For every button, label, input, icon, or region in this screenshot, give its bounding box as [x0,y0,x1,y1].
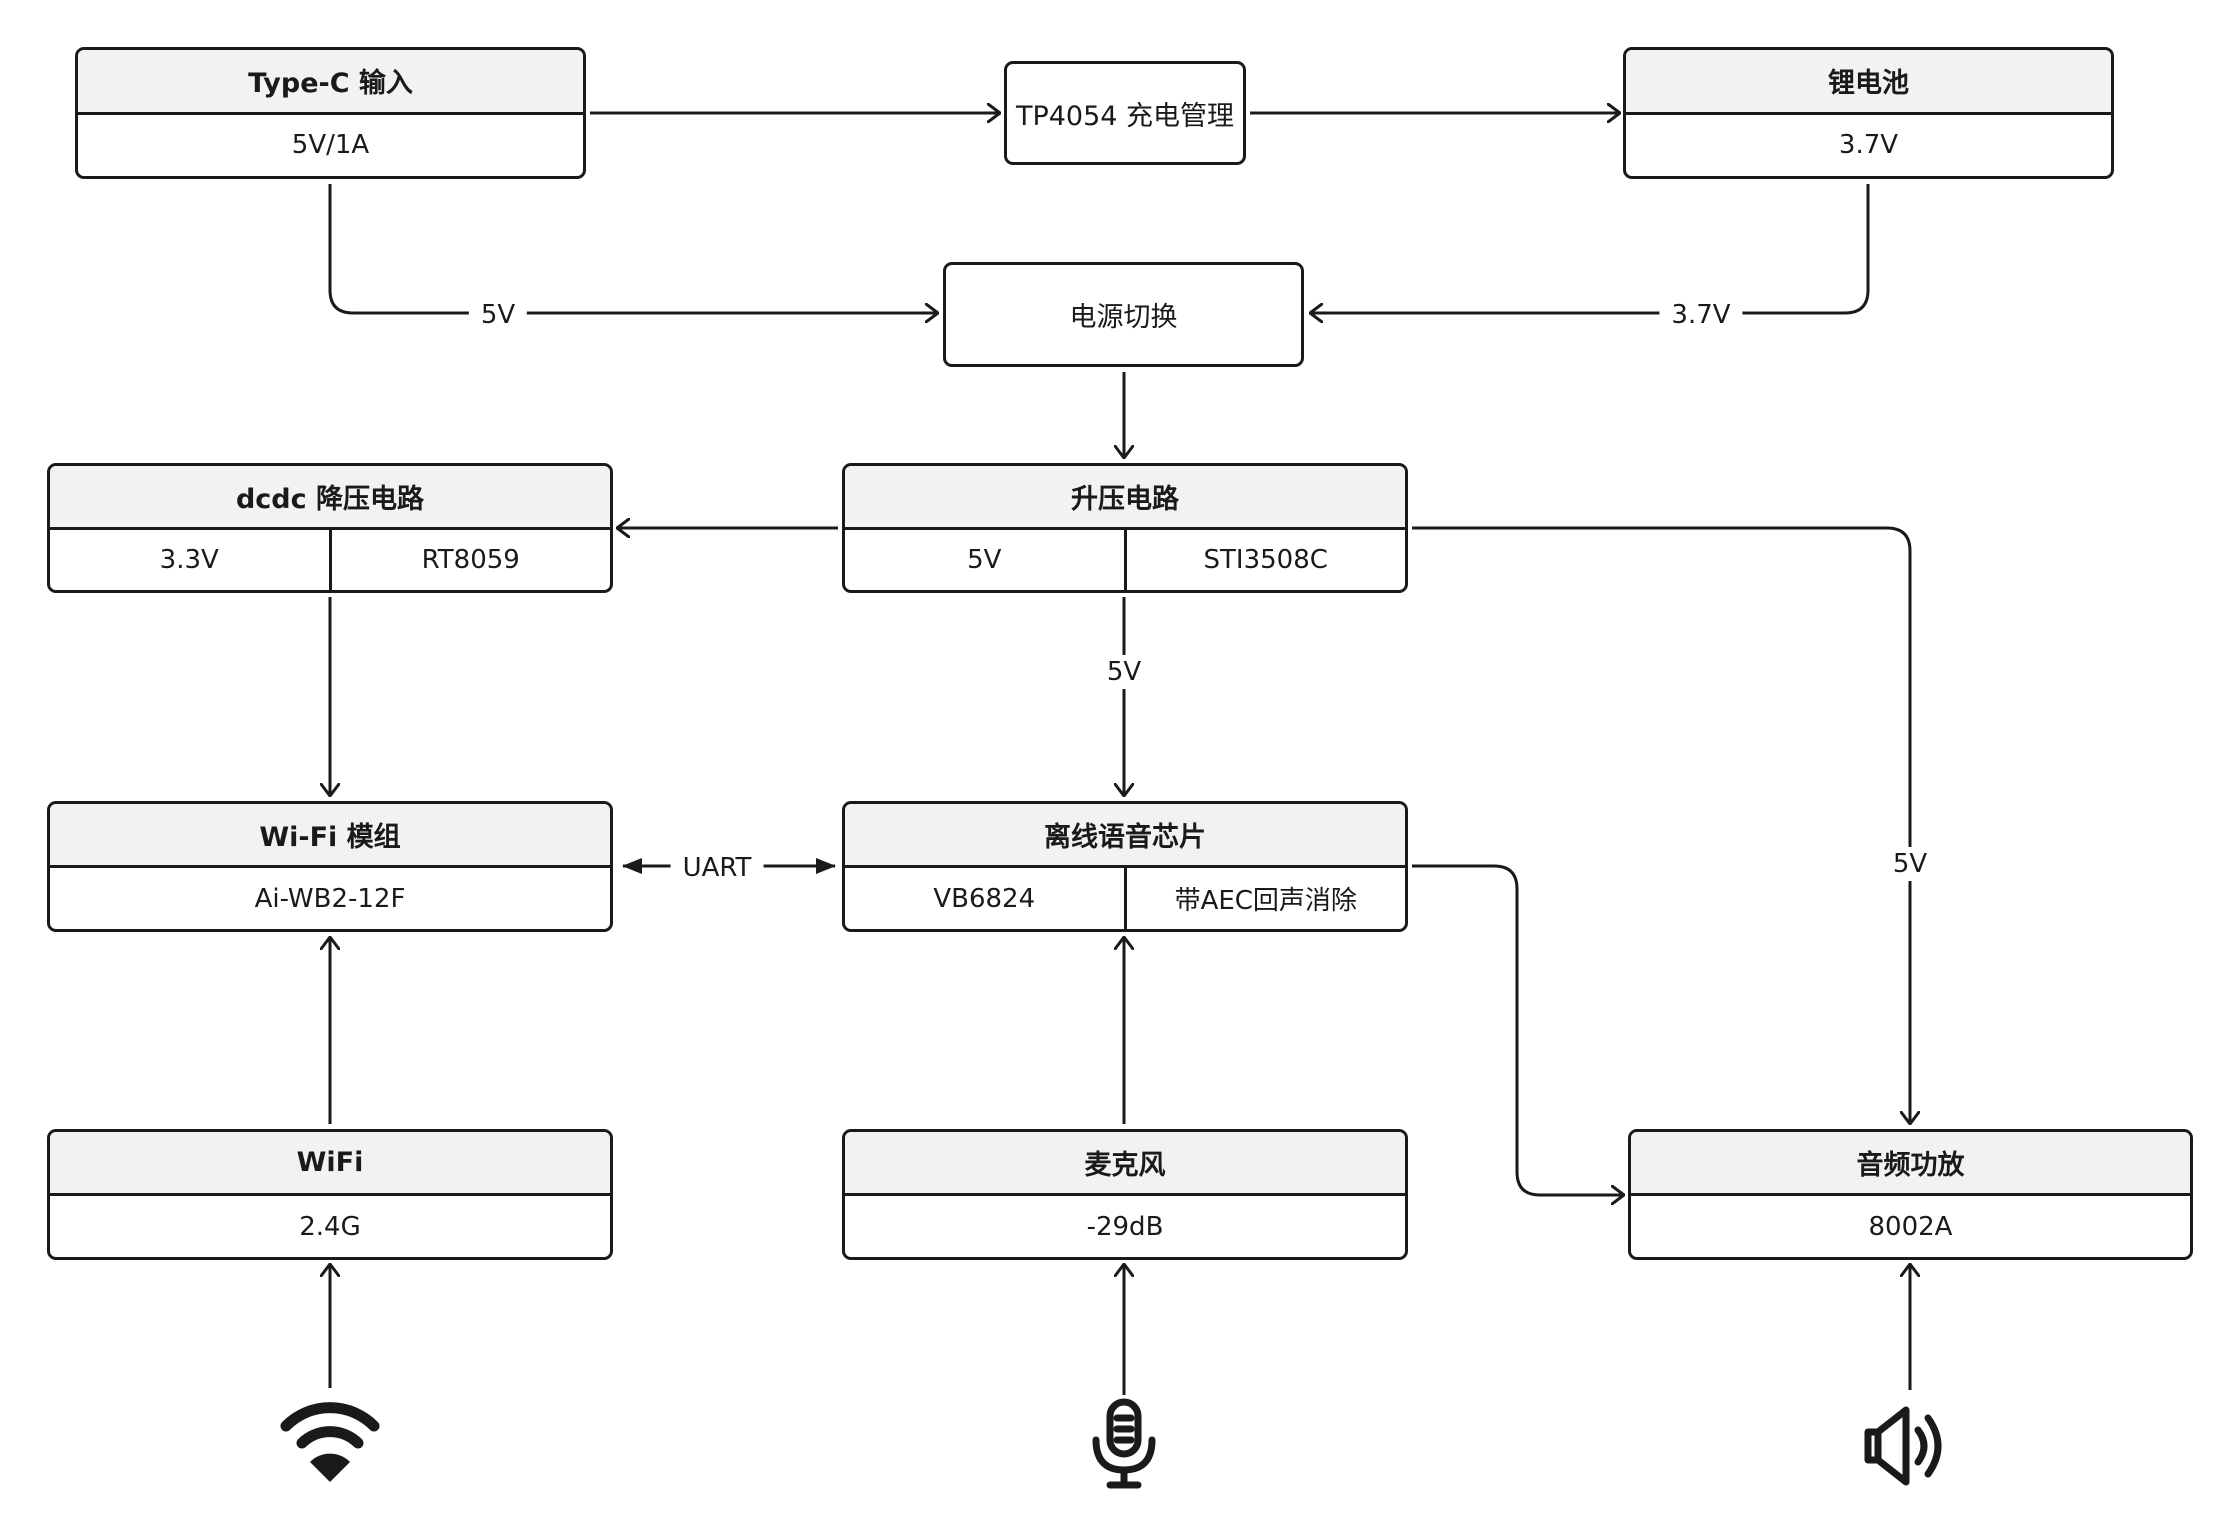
edge-label-uart: UART [670,851,764,885]
dcdc-title: dcdc 降压电路 [50,466,610,530]
edge-voice-amp [1412,864,1624,1195]
battery-node[interactable]: 锂电池 3.7V [1623,47,2114,179]
typec-spec: 5V/1A [291,130,370,161]
voice-chip-part: VB6824 [933,883,1036,914]
tp4054-charger-node[interactable]: TP4054 充电管理 [1004,61,1246,165]
edge-label-boost-voice: 5V [1094,655,1154,689]
audio-amp-node[interactable]: 音频功放 8002A [1628,1129,2193,1260]
wifi-title: WiFi [50,1132,610,1196]
dcdc-buck-node[interactable]: dcdc 降压电路 3.3V RT8059 [47,463,613,593]
audio-amp-part: 8002A [1868,1211,1953,1242]
power-switch-label: 电源切换 [1069,302,1178,333]
edge-label-boost-amp: 5V [1880,847,1940,881]
audio-amp-title: 音频功放 [1631,1132,2190,1196]
boost-part: STI3508C [1123,529,1406,590]
voice-chip-title: 离线语音芯片 [845,804,1405,868]
wifi-module-title: Wi-Fi 模组 [50,804,610,868]
microphone-node[interactable]: 麦克风 -29dB [842,1129,1408,1260]
edge-label-battery-switch: 3.7V [1659,298,1743,332]
speaker-icon [1864,1406,1942,1486]
boost-title: 升压电路 [845,466,1405,530]
wifi-module-part: Ai-WB2-12F [254,883,406,914]
typec-input-node[interactable]: Type-C 输入 5V/1A [75,47,586,179]
battery-spec: 3.7V [1838,130,1899,161]
wifi-icon [280,1402,380,1482]
wifi-module-node[interactable]: Wi-Fi 模组 Ai-WB2-12F [47,801,613,932]
dcdc-part: RT8059 [328,529,611,590]
boost-voltage: 5V [967,544,1002,575]
wifi-band: 2.4G [299,1211,361,1242]
tp4054-label: TP4054 充电管理 [1015,100,1235,132]
edge-boost-amp [1412,526,1910,1124]
edge-label-typec-switch: 5V [468,298,528,332]
dcdc-voltage: 3.3V [159,544,219,575]
power-switch-node[interactable]: 电源切换 [943,262,1304,367]
edge-battery-switch [1310,184,1870,313]
microphone-sensitivity: -29dB [1086,1211,1164,1242]
voice-chip-feature: 带AEC回声消除 [1123,868,1406,929]
typec-title: Type-C 输入 [78,50,583,115]
wifi-node[interactable]: WiFi 2.4G [47,1129,613,1260]
voice-chip-node[interactable]: 离线语音芯片 VB6824 带AEC回声消除 [842,801,1408,932]
microphone-title: 麦克风 [845,1132,1405,1196]
boost-node[interactable]: 升压电路 5V STI3508C [842,463,1408,593]
edge-typec-switch [328,184,938,313]
microphone-icon [1092,1398,1156,1489]
battery-title: 锂电池 [1626,50,2111,115]
